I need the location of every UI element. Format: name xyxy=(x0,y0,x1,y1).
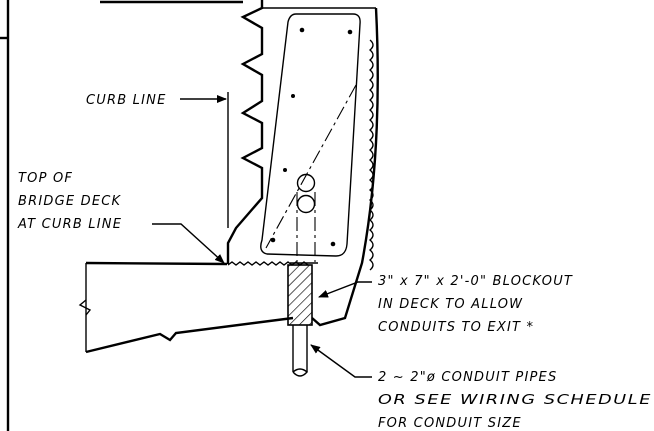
blockout-label: 3" x 7" x 2'-0" BLOCKOUT IN DECK TO ALLO… xyxy=(378,274,573,335)
conduit-openings xyxy=(296,173,316,262)
conduit-pipe xyxy=(292,325,308,377)
bolt-5 xyxy=(270,237,276,243)
cover-plate xyxy=(260,13,361,257)
bolt-2 xyxy=(347,29,353,35)
top-of-deck-line-1: TOP OF xyxy=(18,171,73,186)
conduit-label: 2 ~ 2"ø CONDUIT PIPES OR SEE WIRING SCHE… xyxy=(378,370,652,431)
blockout-line-1: 3" x 7" x 2'-0" BLOCKOUT xyxy=(378,274,573,289)
sheet-border xyxy=(0,0,243,431)
conduit-line-3: FOR CONDUIT SIZE xyxy=(378,416,522,431)
blockout-line-2: IN DECK TO ALLOW xyxy=(378,297,523,312)
bridge-deck xyxy=(78,261,318,354)
leaders xyxy=(152,95,372,378)
barrier-rail xyxy=(226,0,379,327)
blockout xyxy=(287,264,313,326)
top-of-deck-label: TOP OF BRIDGE DECK AT CURB LINE xyxy=(17,171,122,232)
bolt-3 xyxy=(291,94,295,98)
top-of-deck-line-2: BRIDGE DECK xyxy=(18,194,122,209)
curb-line-label: CURB LINE xyxy=(86,93,167,108)
conduit-opening-2 xyxy=(296,194,316,214)
bolt-4 xyxy=(283,168,287,172)
conduit-line-1: 2 ~ 2"ø CONDUIT PIPES xyxy=(378,370,557,385)
bolt-1 xyxy=(299,27,305,33)
conduit-opening-1 xyxy=(296,173,316,193)
top-of-deck-line-3: AT CURB LINE xyxy=(17,217,122,232)
blockout-line-3: CONDUITS TO EXIT * xyxy=(378,320,534,335)
conduit-line-2: OR SEE WIRING SCHEDULE xyxy=(378,393,652,408)
bolt-6 xyxy=(330,241,336,247)
